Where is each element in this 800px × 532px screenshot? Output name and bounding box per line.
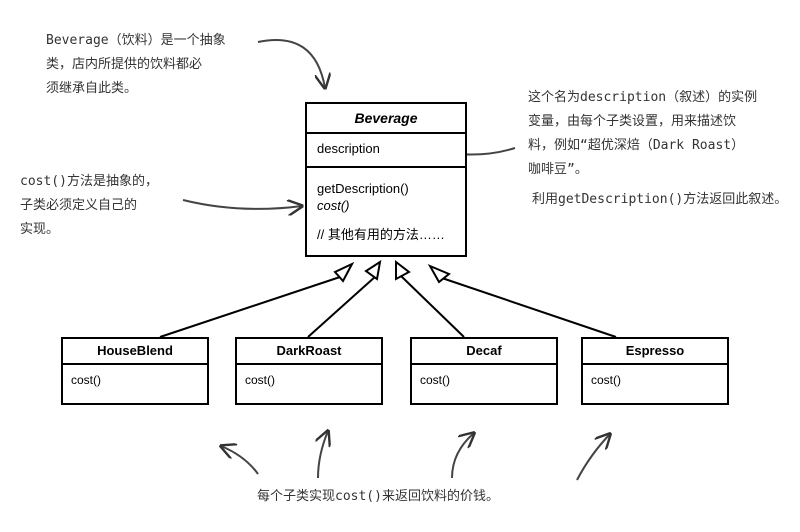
cost-note-line: 子类必须定义自己的 bbox=[20, 198, 138, 213]
annotation-arrow-bottom-2 bbox=[318, 431, 328, 479]
subclass-method: cost() bbox=[71, 373, 101, 387]
inheritance-line-decaf bbox=[400, 275, 465, 338]
inheritance-line-darkroast bbox=[307, 275, 377, 338]
description-note-line: 咖啡豆”。 bbox=[528, 162, 588, 177]
subclass-name: Decaf bbox=[412, 339, 556, 365]
subclass-box-darkroast: DarkRoast cost() bbox=[235, 337, 383, 405]
annotation-arrow-bottom-3 bbox=[451, 433, 474, 479]
annotation-arrow-cost bbox=[182, 200, 302, 209]
annotation-arrow-bottom-4 bbox=[576, 434, 610, 481]
beverage-method-getdescription: getDescription() bbox=[317, 181, 409, 196]
beverage-method-cost: cost() bbox=[317, 198, 350, 213]
beverage-field-description: description bbox=[317, 141, 380, 156]
cost-note-line: cost()方法是抽象的， bbox=[20, 174, 158, 189]
beverage-field-section: description bbox=[307, 134, 465, 168]
subclass-name: DarkRoast bbox=[237, 339, 381, 365]
abstract-class-note-line: Beverage（饮料）是一个抽象 bbox=[46, 33, 226, 48]
description-note: 这个名为description（叙述）的实例 变量，由每个子类设置，用来描述饮 … bbox=[528, 86, 798, 182]
inheritance-arrowhead-decaf bbox=[395, 259, 411, 281]
cost-note-line: 实现。 bbox=[20, 222, 60, 237]
beverage-class-box: Beverage description getDescription() co… bbox=[305, 102, 467, 257]
inheritance-arrowhead-darkroast bbox=[364, 259, 382, 281]
inheritance-line-espresso bbox=[435, 275, 617, 338]
subclass-box-decaf: Decaf cost() bbox=[410, 337, 558, 405]
annotation-arrow-abstract bbox=[257, 38, 325, 88]
inheritance-arrowhead-espresso bbox=[427, 263, 451, 284]
cost-note: cost()方法是抽象的， 子类必须定义自己的 实现。 bbox=[20, 170, 158, 242]
subclass-box-houseblend: HouseBlend cost() bbox=[61, 337, 209, 405]
inheritance-arrowhead-houseblend bbox=[333, 261, 355, 283]
beverage-method-section: getDescription() cost() // 其他有用的方法…… bbox=[307, 168, 465, 243]
beverage-class-name: Beverage bbox=[307, 104, 465, 134]
getdescription-note: 利用getDescription()方法返回此叙述。 bbox=[532, 192, 788, 207]
abstract-class-note-line: 须继承自此类。 bbox=[46, 81, 138, 96]
subclass-method: cost() bbox=[591, 373, 621, 387]
subclass-method: cost() bbox=[420, 373, 450, 387]
subclass-method: cost() bbox=[245, 373, 275, 387]
abstract-class-note: Beverage（饮料）是一个抽象 类，店内所提供的饮料都必 须继承自此类。 bbox=[46, 29, 226, 101]
description-note-line: 这个名为description（叙述）的实例 bbox=[528, 90, 758, 105]
description-note-line: 变量，由每个子类设置，用来描述饮 bbox=[528, 114, 737, 129]
description-note-line: 料，例如“超优深焙（Dark Roast） bbox=[528, 138, 745, 153]
beverage-other-methods: // 其他有用的方法…… bbox=[317, 227, 445, 242]
annotation-arrow-bottom-1 bbox=[221, 446, 259, 475]
subclass-box-espresso: Espresso cost() bbox=[581, 337, 729, 405]
abstract-class-note-line: 类，店内所提供的饮料都必 bbox=[46, 57, 203, 72]
subclass-name: HouseBlend bbox=[63, 339, 207, 365]
inheritance-line-houseblend bbox=[159, 275, 344, 338]
bottom-note: 每个子类实现cost()来返回饮料的价钱。 bbox=[257, 489, 499, 504]
subclass-name: Espresso bbox=[583, 339, 727, 365]
